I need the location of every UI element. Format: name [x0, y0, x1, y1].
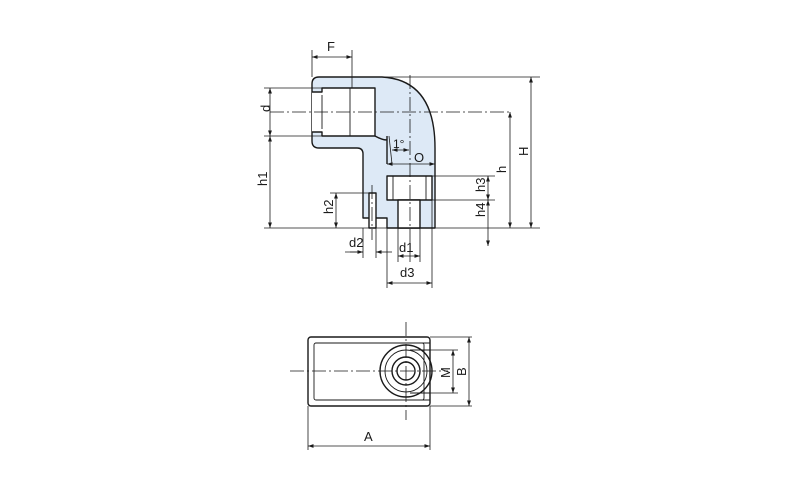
label-h1: h1: [255, 172, 270, 186]
label-d3: d3: [400, 265, 414, 280]
label-d: d: [258, 105, 273, 112]
base-plate: [307, 336, 431, 407]
label-d1: d1: [399, 240, 413, 255]
label-h4: h4: [473, 203, 488, 217]
label-A: A: [364, 429, 373, 444]
slot-top: [410, 342, 430, 351]
label-h2: h2: [321, 200, 336, 214]
label-h3: h3: [473, 178, 488, 192]
base-inner-edge: [313, 342, 425, 401]
side-view: F d h1 h2 d2 d1 d3 1° O h3 h4: [255, 39, 540, 288]
outlet-bore: [397, 199, 421, 229]
label-angle: 1°: [393, 137, 405, 151]
label-O: O: [414, 150, 424, 165]
vertical-passage: [374, 135, 388, 164]
label-B: B: [454, 367, 469, 376]
outlet-stub: [386, 175, 433, 201]
top-view: A M B: [290, 322, 472, 450]
label-M: M: [438, 367, 453, 378]
label-H: H: [516, 147, 531, 156]
label-h: h: [494, 166, 509, 173]
label-d2: d2: [349, 235, 363, 250]
pin-hole: [368, 192, 377, 229]
label-F: F: [327, 39, 335, 54]
